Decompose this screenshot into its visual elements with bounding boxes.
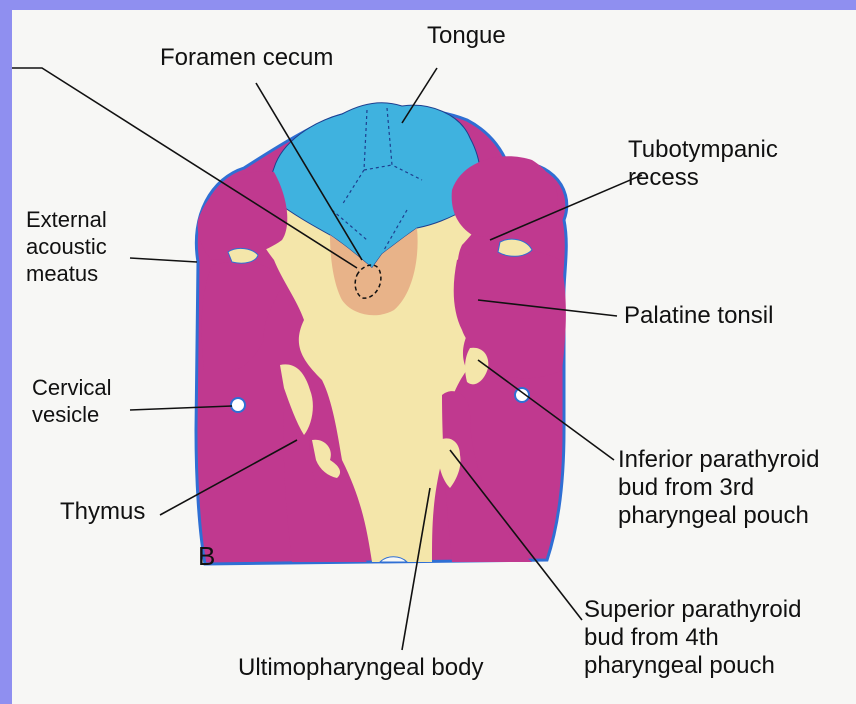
- panel-label: B: [198, 542, 215, 570]
- label-tubotympanic-recess: Tubotympanic recess: [628, 136, 778, 192]
- left-cervical-vesicle: [231, 398, 245, 412]
- label-external-acoustic-meatus: External acoustic meatus: [26, 206, 107, 287]
- label-inferior-parathyroid: Inferior parathyroid bud from 3rd pharyn…: [618, 446, 819, 530]
- label-ultimopharyngeal-body: Ultimopharyngeal body: [238, 654, 483, 682]
- label-cervical-vesicle: Cervical vesicle: [32, 374, 111, 428]
- label-foramen-cecum: Foramen cecum: [160, 44, 333, 72]
- label-palatine-tonsil: Palatine tonsil: [624, 302, 773, 330]
- leader-external-meatus: [130, 258, 197, 262]
- label-tongue: Tongue: [427, 22, 506, 50]
- label-superior-parathyroid: Superior parathyroid bud from 4th pharyn…: [584, 596, 801, 680]
- textbook-page: Foramen cecum Tongue Tubotympanic recess…: [12, 10, 856, 704]
- label-thymus: Thymus: [60, 498, 145, 526]
